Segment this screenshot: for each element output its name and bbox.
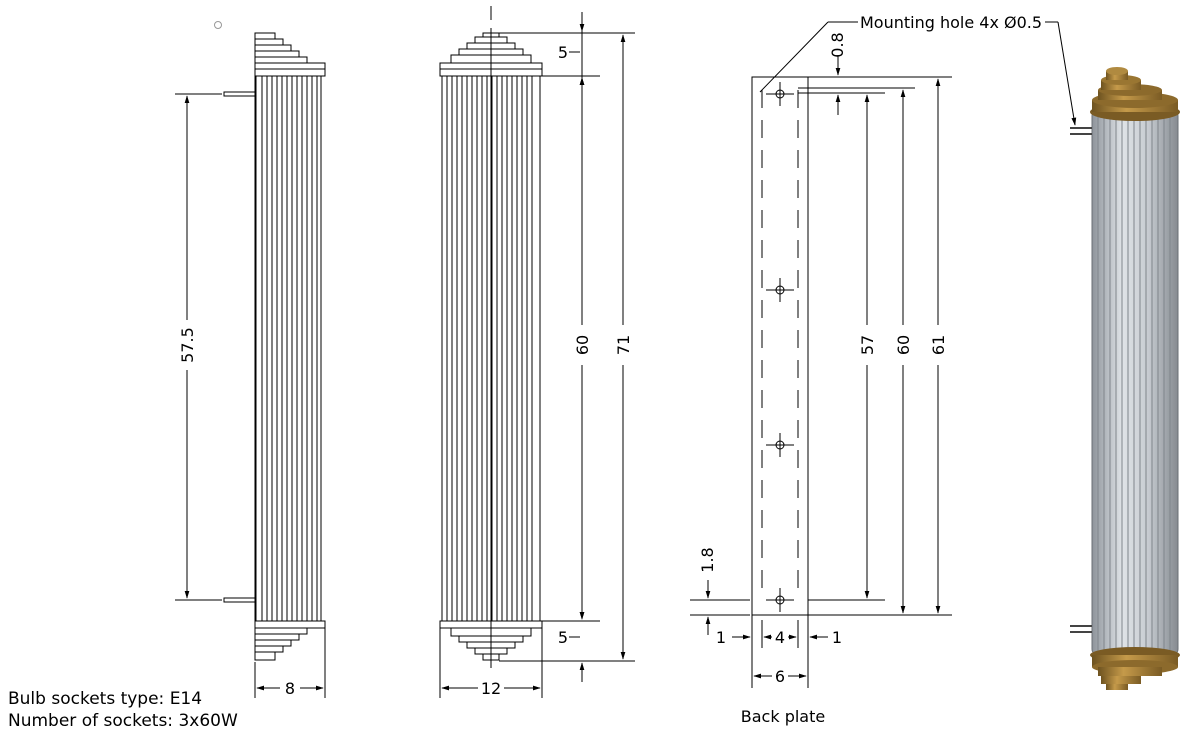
number-of-sockets-note: Number of sockets: 3x60W	[8, 711, 238, 731]
product-render	[1070, 67, 1180, 690]
front-ribs	[446, 76, 533, 621]
front-bottom-cap	[439, 620, 543, 661]
dim-plate-top-gap: 0.8	[828, 32, 847, 57]
side-top-cap	[254, 32, 326, 77]
dim-plate-width: 6	[775, 667, 785, 686]
plate-holes	[766, 82, 794, 612]
dim-front-bottom: 5	[558, 628, 568, 647]
side-ribs	[261, 76, 318, 621]
dim-plate-left: 1	[716, 628, 726, 647]
dim-front-total: 71	[614, 335, 633, 355]
dim-side-width: 8	[285, 679, 295, 698]
front-view	[439, 6, 635, 698]
dim-plate-total: 61	[929, 335, 948, 355]
mounting-hole-label: Mounting hole 4x Ø0.5	[860, 13, 1042, 32]
dim-front-top: 5	[558, 43, 568, 62]
dim-plate-mid: 4	[775, 628, 785, 647]
side-bottom-cap	[254, 620, 326, 661]
back-plate-label: Back plate	[741, 707, 825, 726]
dim-front-width: 12	[481, 679, 501, 698]
dim-side-height: 57.5	[178, 327, 197, 363]
dim-front-body: 60	[573, 335, 592, 355]
bulb-sockets-note: Bulb sockets type: E14	[8, 689, 203, 709]
dim-plate-holes: 57	[858, 335, 877, 355]
dim-plate-right: 1	[832, 628, 842, 647]
render-ribs	[1097, 112, 1171, 655]
dim-plate-inner: 60	[894, 335, 913, 355]
dim-plate-bottom: 1.8	[698, 547, 717, 572]
